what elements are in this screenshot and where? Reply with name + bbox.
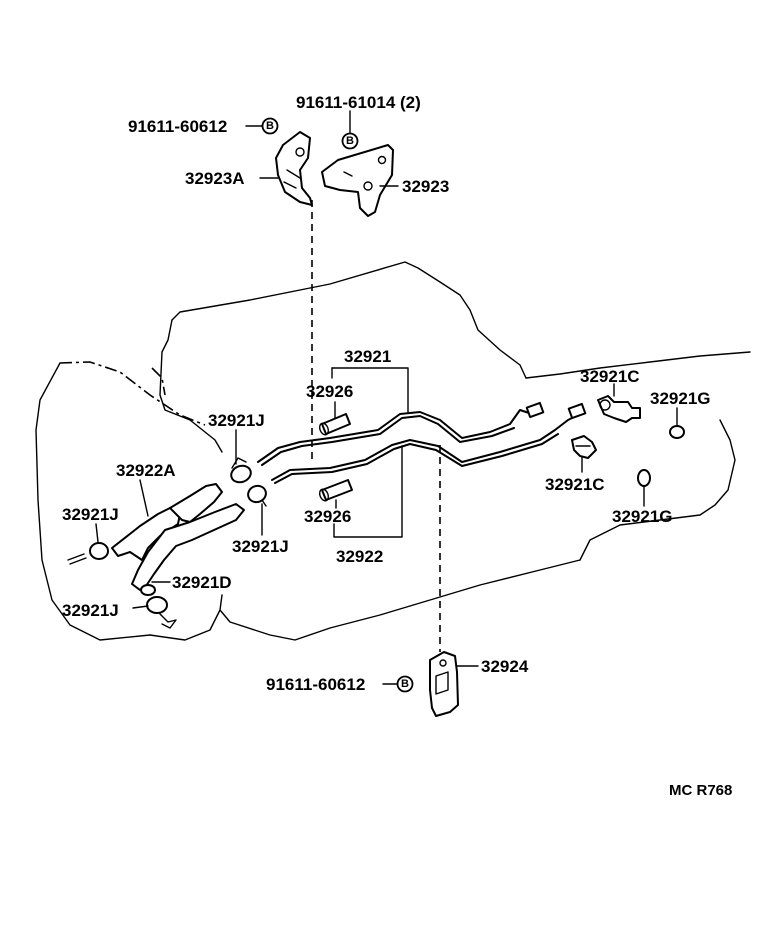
bolt-marker-top-right: B xyxy=(341,132,359,150)
flare-nut-lower xyxy=(567,402,587,420)
tube-32921 xyxy=(257,409,533,466)
label-hose-32921d: 32921D xyxy=(172,573,232,592)
label-hose-32922a: 32922A xyxy=(116,461,176,480)
label-gasket-32921g-upper: 32921G xyxy=(650,389,711,408)
label-union-32921c-upper: 32921C xyxy=(580,367,640,386)
label-hose-32926-upper: 32926 xyxy=(306,382,353,401)
hose-32921d xyxy=(140,584,156,596)
label-clamp-32921j-bottom: 32921J xyxy=(62,601,119,620)
bolt-marker-bottom: B xyxy=(396,675,414,693)
leader-lines xyxy=(95,110,678,685)
label-bolt-top-left: 91611-60612 xyxy=(128,117,227,136)
svg-text:B: B xyxy=(346,135,354,147)
label-clamp-32921j-upper: 32921J xyxy=(208,411,265,430)
union-32921c-upper xyxy=(597,395,641,423)
bracket-32923a xyxy=(275,131,313,206)
label-clamp-32921j-left: 32921J xyxy=(62,505,119,524)
diagram-code: MC R768 xyxy=(669,782,732,799)
label-hose-32926-lower: 32926 xyxy=(304,507,351,526)
clamp-32921j-bottom xyxy=(146,596,177,629)
bolt-marker-top-left: B xyxy=(261,117,279,135)
label-tube-32921: 32921 xyxy=(344,347,391,366)
hose-32922a xyxy=(111,483,245,591)
clamp-32921j-center-lower xyxy=(247,484,267,507)
bracket-32923 xyxy=(321,144,394,217)
transmission-outline xyxy=(35,261,751,641)
label-bracket-32923a: 32923A xyxy=(185,169,245,188)
label-bolt-bottom: 91611-60612 xyxy=(266,675,365,694)
hose-32926-lower xyxy=(318,479,353,502)
label-gasket-32921g-lower: 32921G xyxy=(612,507,673,526)
svg-text:B: B xyxy=(266,120,274,132)
gasket-32921g-lower xyxy=(637,469,651,487)
bracket-32924 xyxy=(429,651,459,717)
tube-32922 xyxy=(271,415,577,484)
label-tube-32922: 32922 xyxy=(336,547,383,566)
gasket-32921g-upper xyxy=(669,425,685,439)
label-bracket-32923: 32923 xyxy=(402,177,449,196)
union-32921c-lower xyxy=(571,435,597,459)
label-bracket-32924: 32924 xyxy=(481,657,529,676)
label-clamp-32921j-center-lower: 32921J xyxy=(232,537,289,556)
label-union-32921c-lower: 32921C xyxy=(545,475,605,494)
clamp-32921j-upper-center xyxy=(230,457,252,484)
clamp-32921j-left xyxy=(67,542,109,565)
flare-nut-upper xyxy=(525,401,545,419)
hose-32926-upper xyxy=(318,413,351,436)
part-labels: 91611-61014 (2) 91611-60612 32923A 32923… xyxy=(62,93,732,799)
label-bolt-top-right: 91611-61014 (2) xyxy=(296,93,421,112)
svg-text:B: B xyxy=(401,678,409,690)
